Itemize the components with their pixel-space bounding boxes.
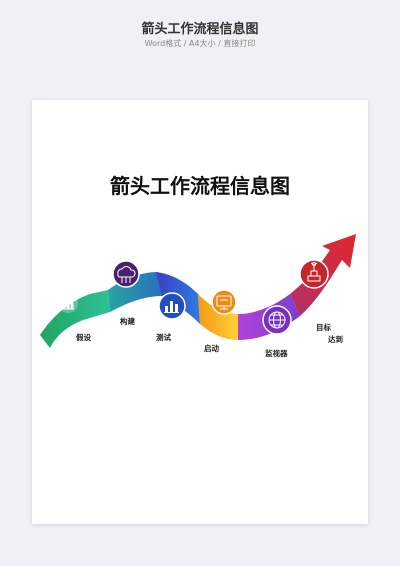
step-label: 构建 <box>120 316 135 326</box>
target-trophy-icon <box>307 262 321 282</box>
step-6: 目标 达到 <box>299 259 343 344</box>
cloud-network-icon <box>117 266 136 283</box>
step-1: 假设 <box>58 293 91 342</box>
step-label: 目标 <box>316 322 331 332</box>
header-subtitle: Word格式 / A4大小 / 直接打印 <box>144 39 256 48</box>
step-label: 监视器 <box>265 348 288 358</box>
step-2: 构建 <box>112 260 140 326</box>
ribbon-segment-4 <box>198 294 238 340</box>
step-3: 测试 <box>156 292 186 342</box>
header-title: 箭头工作流程信息图 <box>141 22 259 37</box>
growth-chart-icon <box>61 294 75 310</box>
step-5: 监视器 <box>262 305 292 358</box>
step-label: 达到 <box>328 334 343 344</box>
step-label: 假设 <box>76 332 91 342</box>
step-label: 测试 <box>156 332 171 342</box>
monitor-icon <box>216 295 232 310</box>
step-4: 启动 <box>204 289 237 353</box>
step-label: 启动 <box>204 343 219 353</box>
globe-icon <box>268 311 286 329</box>
ribbon-segment-1 <box>40 290 110 348</box>
bar-chart-icon <box>164 301 179 313</box>
document-page: 箭头工作流程信息图 <box>32 100 368 524</box>
document-title: 箭头工作流程信息图 <box>110 174 290 198</box>
page-header: 箭头工作流程信息图 Word格式 / A4大小 / 直接打印 <box>0 0 400 60</box>
arrow-workflow-graphic: 假设 构建 测试 <box>40 234 356 358</box>
